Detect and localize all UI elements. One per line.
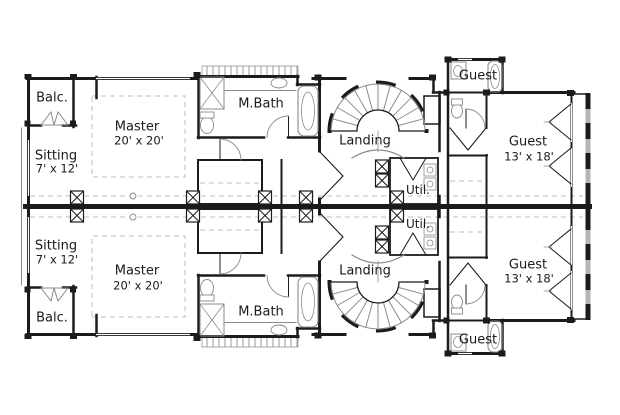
room-label-utility-lower: Util. [406, 217, 430, 231]
room-label-sitting-upper: Sitting [34, 148, 78, 164]
window-wall [585, 93, 591, 204]
room-dims-sitting-lower: 7' x 12' [35, 252, 79, 267]
column-markers [69, 159, 405, 205]
room-dims-guest-upper: 13' x 18' [504, 149, 554, 164]
room-label-balcony-upper: Balc. [36, 90, 68, 106]
room-dims-sitting-upper: 7' x 12' [35, 161, 79, 176]
unit-half-structure [21, 56, 591, 207]
room-label-guest-bath-upper: Guest [458, 68, 498, 84]
closet-shelf-hatch [201, 65, 299, 77]
room-label-master-bath-upper: M.Bath [238, 96, 284, 112]
room-label-landing-upper: Landing [339, 133, 391, 149]
room-label-utility-upper: Util. [406, 183, 430, 197]
room-label-master-bath-lower: M.Bath [238, 304, 284, 320]
window-openings [27, 58, 572, 196]
party-wall [23, 204, 592, 209]
room-label-master-upper: Master [114, 119, 160, 135]
walls [25, 57, 590, 207]
room-label-landing-lower: Landing [339, 263, 391, 279]
room-label-master-lower: Master [114, 263, 160, 279]
room-label-guest-upper: Guest [508, 134, 548, 150]
room-dims-master-upper: 20' x 20' [114, 133, 164, 148]
room-label-guest-lower: Guest [508, 257, 548, 273]
room-label-guest-bath-lower: Guest [458, 332, 498, 348]
room-dims-guest-lower: 13' x 18' [504, 271, 554, 286]
door-swings [39, 108, 487, 201]
room-label-sitting-lower: Sitting [34, 238, 78, 254]
room-label-balcony-lower: Balc. [36, 310, 68, 326]
staircase-icon [327, 80, 429, 159]
bay-window-icons [543, 103, 572, 185]
wall-posts [24, 56, 574, 127]
room-dims-master-lower: 20' x 20' [113, 278, 163, 293]
ceiling-dash-lines [21, 95, 583, 207]
bathroom-fixtures [199, 60, 503, 191]
